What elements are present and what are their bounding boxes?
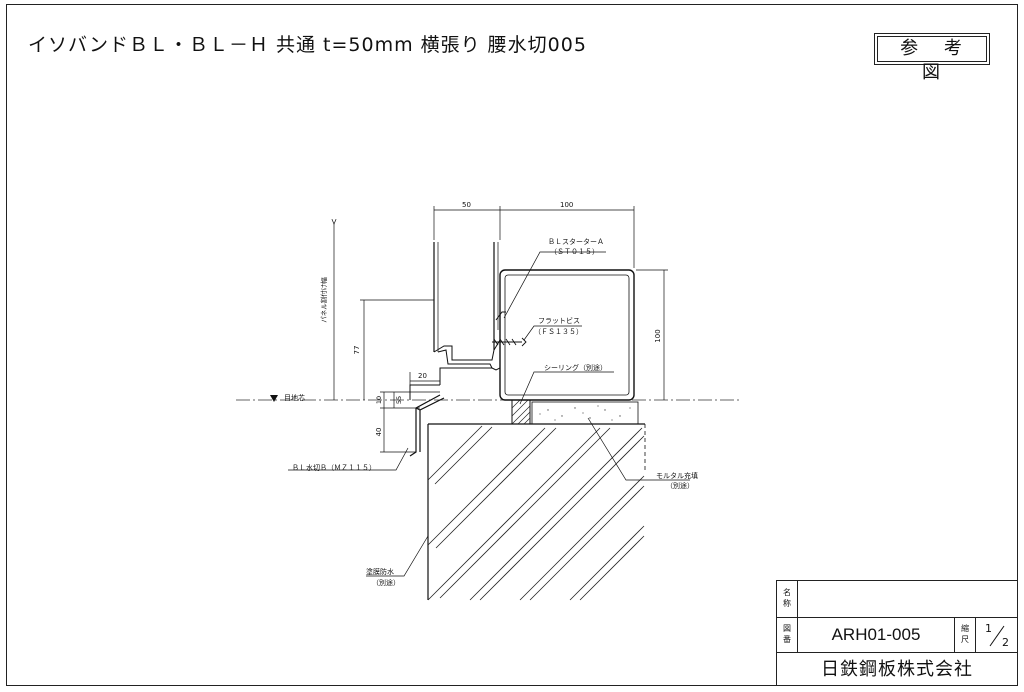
dim-10: 10 (375, 396, 383, 404)
leader-flashing (288, 447, 409, 471)
scale-denominator: 2 (1002, 636, 1009, 649)
dimension-right-100 (636, 269, 668, 400)
starter-label-2: （ＳＴ０１５） (550, 248, 599, 256)
starter-label-1: ＢＬスターターＡ (548, 237, 604, 246)
panel-height-label: パネル割付け幅 (319, 277, 328, 323)
dim-top-100: 100 (560, 201, 573, 209)
starter-profile (409, 311, 506, 400)
dim-55: 55 (395, 396, 403, 404)
name-label-1: 名 (783, 588, 791, 597)
scale-label-2: 尺 (961, 635, 969, 644)
drawing-label-2: 番 (783, 635, 791, 644)
title-block: 名 称 図 番 ARH01-005 縮 尺 1 2 日鉄鋼板株式会社 (776, 580, 1018, 686)
leader-waterproof (366, 535, 429, 577)
dimension-20 (409, 372, 440, 386)
flashing-profile (409, 394, 445, 457)
dim-40: 40 (375, 428, 383, 437)
scale-label-cell: 縮 尺 (954, 617, 976, 653)
dim-right-100: 100 (654, 329, 662, 342)
dim-77: 77 (353, 346, 361, 355)
drawing-number: ARH01-005 (797, 617, 955, 653)
mortar-label-1: モルタル充填 (656, 471, 698, 480)
leader-starter (503, 251, 606, 319)
dim-top-50: 50 (462, 201, 471, 209)
flat-screw-icon (492, 337, 527, 347)
drawing-number-label-cell: 図 番 (776, 617, 798, 653)
leader-sealing (519, 371, 614, 405)
drawing-title: イソバンドＢＬ・ＢＬ－Ｈ 共通 t=50mm 横張り 腰水切005 (28, 34, 587, 56)
sheet-border (6, 4, 1018, 686)
screw-label-1: フラットビス (538, 316, 580, 325)
scale-slash-icon (988, 624, 1006, 647)
ground-line-label: 目地芯 (284, 393, 305, 402)
mortar-fill (531, 401, 639, 425)
drawing-label-1: 図 (783, 624, 791, 633)
scale-value-cell: 1 2 (975, 617, 1018, 653)
name-value-cell (797, 580, 1018, 618)
company-name: 日鉄鋼板株式会社 (776, 652, 1018, 686)
concrete-base (427, 423, 646, 601)
sealing-label: シーリング（別途） (544, 363, 607, 372)
screw-label-2: （ＦＳ１３５） (534, 328, 583, 336)
leader-screw (523, 325, 582, 341)
name-label-2: 称 (783, 599, 791, 608)
wall-panel-upper (433, 242, 499, 352)
dimension-77 (360, 299, 434, 400)
scale-label-1: 縮 (961, 624, 969, 633)
scale-numerator: 1 (985, 622, 992, 635)
name-label-cell: 名 称 (776, 580, 798, 618)
dimension-top-50 (433, 206, 501, 240)
dimension-stack (380, 391, 440, 453)
flashing-label: ＢＬ水切Ｂ（ＭＺ１１５） (292, 463, 376, 472)
waterproof-label-1: 塗膜防水 (366, 567, 394, 576)
reference-stamp: 参 考 図 (874, 33, 990, 83)
leader-mortar (587, 417, 690, 481)
dim-20: 20 (418, 372, 427, 380)
wall-panel-lower (499, 269, 635, 401)
dimension-top-100 (500, 206, 635, 268)
ground-marker-icon (270, 395, 278, 402)
mortar-label-2: （別途） (666, 481, 694, 490)
waterproof-label-2: （別途） (372, 578, 400, 587)
sealing-block (511, 399, 531, 425)
reference-label: 参 考 図 (877, 36, 987, 83)
